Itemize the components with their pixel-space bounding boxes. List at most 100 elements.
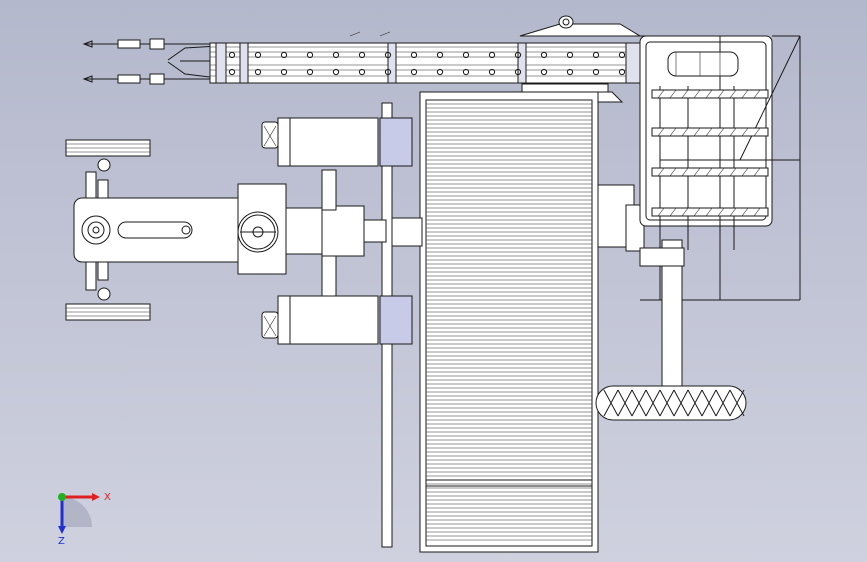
boom-bolt xyxy=(332,51,340,59)
boom-bolt xyxy=(488,51,496,59)
cage-frame xyxy=(639,35,801,301)
conveyor-belt xyxy=(381,91,599,553)
boom-bolt xyxy=(514,51,522,59)
boom-bolt xyxy=(306,51,314,59)
boom-bolt xyxy=(254,68,262,76)
tread-lug xyxy=(603,401,619,417)
cage-bar-hatch xyxy=(693,127,701,137)
rear-drive-wheel xyxy=(595,239,747,421)
cage-bar-hatch xyxy=(741,89,749,99)
triad-origin xyxy=(58,493,66,501)
steering-wheel xyxy=(237,211,279,253)
conveyor-axle xyxy=(391,184,645,252)
cage-bar-hatch xyxy=(729,167,737,177)
cage-bar-hatch xyxy=(657,167,665,177)
tread-lug xyxy=(715,401,731,417)
cage-bar-hatch xyxy=(681,207,689,217)
cage-bar-hatch xyxy=(753,167,761,177)
cage-bar-hatch xyxy=(693,167,701,177)
cage-bar-hatch xyxy=(753,207,761,217)
cage-bar-hatch xyxy=(717,167,725,177)
boom-bolt xyxy=(514,68,522,76)
cage-bar-hatch xyxy=(681,167,689,177)
cage-bar-hatch xyxy=(741,127,749,137)
boom-bolt xyxy=(358,68,366,76)
cage-bar xyxy=(651,167,769,177)
cage-bars xyxy=(651,89,769,217)
boom-probe-upper xyxy=(82,38,218,50)
belt-slats xyxy=(426,103,592,541)
tractor xyxy=(65,117,413,345)
cage-bar-hatch xyxy=(657,207,665,217)
cage-bar-hatch xyxy=(681,89,689,99)
cage-bar-hatch xyxy=(669,207,677,217)
boom-bolt xyxy=(358,51,366,59)
cage-bar-hatch xyxy=(669,89,677,99)
triad-x-arrow-icon xyxy=(92,493,100,501)
boom-bolt xyxy=(384,68,392,76)
boom-bolt xyxy=(540,51,548,59)
cage-bar-hatch xyxy=(729,89,737,99)
cage-bar xyxy=(651,89,769,99)
tread-lug xyxy=(673,401,689,417)
cage-bar-hatch xyxy=(705,89,713,99)
boom-bolt xyxy=(618,51,626,59)
rear-wheel-bottom xyxy=(261,295,413,345)
boom-bolt xyxy=(306,68,314,76)
boom-bolt xyxy=(462,68,470,76)
cage-bar-hatch xyxy=(717,89,725,99)
boom-bolts xyxy=(228,51,626,76)
cage-bar-hatch xyxy=(729,207,737,217)
boom-bolt xyxy=(332,68,340,76)
cage-bar-hatch xyxy=(657,127,665,137)
boom-bolt xyxy=(592,51,600,59)
boom-bolt xyxy=(566,68,574,76)
cage-bar-hatch xyxy=(717,127,725,137)
coordinate-triad: X Z xyxy=(58,492,111,547)
cage-bar xyxy=(651,207,769,217)
triad-z-arrow-icon xyxy=(58,526,66,534)
boom-bolt xyxy=(592,68,600,76)
cage-bar-hatch xyxy=(693,89,701,99)
tread-lug xyxy=(645,401,661,417)
cage-bar-hatch xyxy=(753,89,761,99)
front-wheel-left xyxy=(65,139,151,172)
boom-bolt xyxy=(228,51,236,59)
cage-bar-hatch xyxy=(669,167,677,177)
cage-bar-hatch xyxy=(729,127,737,137)
cage-bar xyxy=(651,127,769,137)
tread-lug xyxy=(729,401,745,417)
tire-tread xyxy=(603,389,745,417)
triad-z-label: Z xyxy=(58,536,65,547)
boom-bolt xyxy=(540,68,548,76)
boom-bolt xyxy=(280,51,288,59)
boom-bolt xyxy=(618,68,626,76)
boom-bolt xyxy=(566,51,574,59)
tread-lug xyxy=(687,401,703,417)
cage-bar-hatch xyxy=(741,207,749,217)
tread-lug xyxy=(617,401,633,417)
boom-bolt xyxy=(436,51,444,59)
tread-lug xyxy=(701,401,717,417)
boom-bolt xyxy=(488,68,496,76)
boom-probe-lower xyxy=(82,73,218,85)
boom-bolt xyxy=(410,51,418,59)
tread-lug xyxy=(631,401,647,417)
front-wheel-right xyxy=(65,287,151,321)
boom-bolt xyxy=(410,68,418,76)
cage-bar-hatch xyxy=(705,127,713,137)
boom-bolt xyxy=(228,68,236,76)
cage-bar-hatch xyxy=(741,167,749,177)
rear-wheel-top xyxy=(261,117,413,167)
cage-bar-hatch xyxy=(717,207,725,217)
cage-bar-hatch xyxy=(657,89,665,99)
triad-x-label: X xyxy=(104,492,111,503)
boom-arm xyxy=(82,15,661,103)
cage-bar-hatch xyxy=(681,127,689,137)
cage-bar-hatch xyxy=(705,207,713,217)
boom-bolt xyxy=(384,51,392,59)
cage-bar-hatch xyxy=(669,127,677,137)
cage-bar-hatch xyxy=(753,127,761,137)
